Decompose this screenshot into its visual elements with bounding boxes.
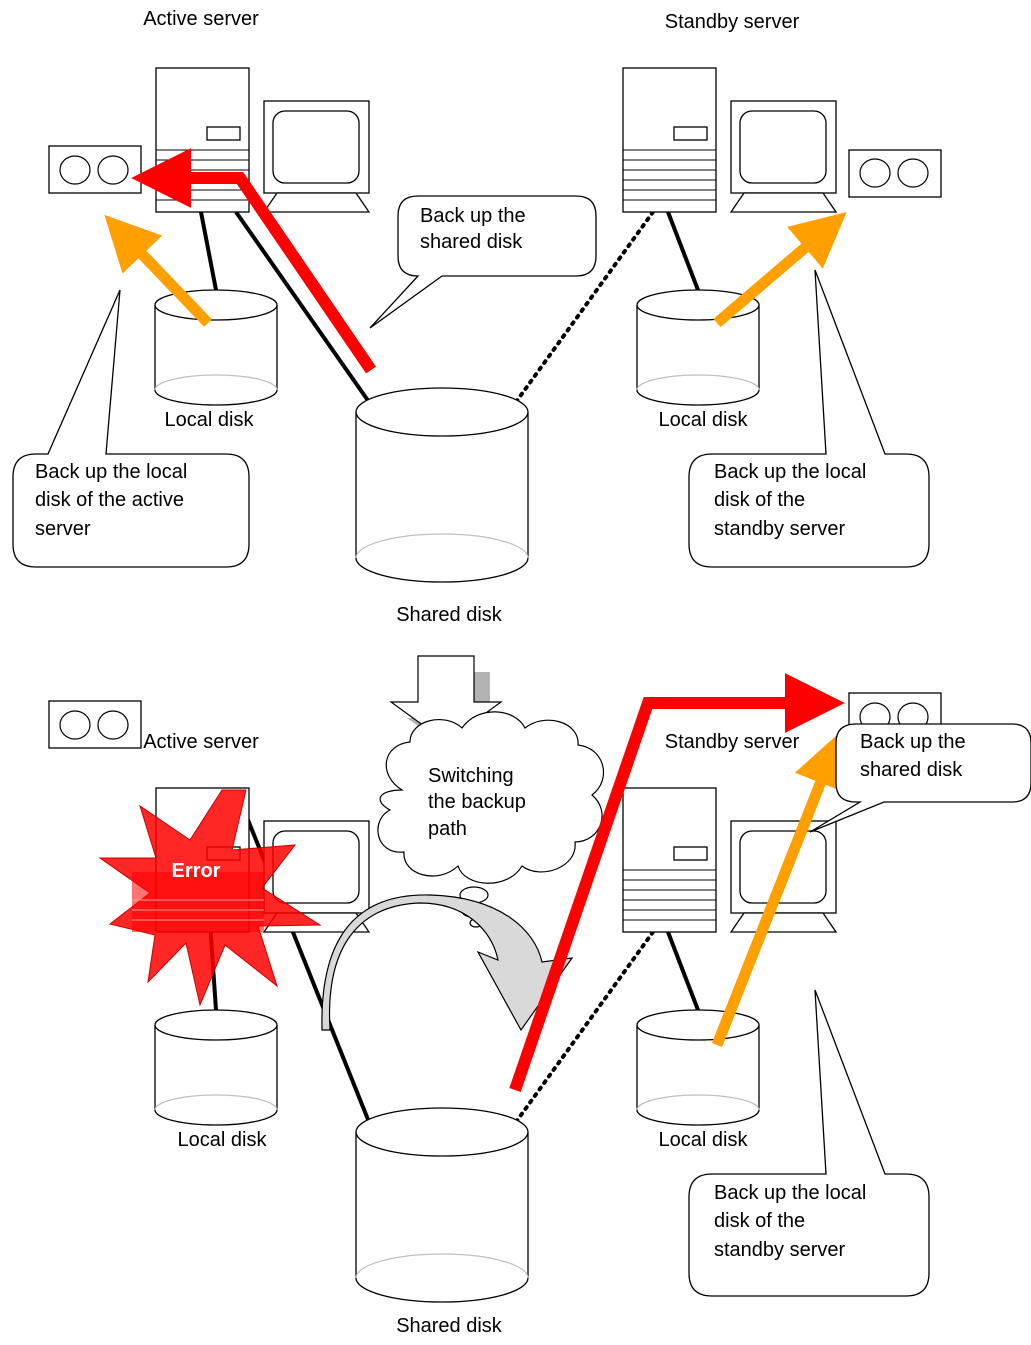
callout-line: server — [35, 518, 91, 540]
shared-disk-cable — [234, 210, 371, 404]
disk-cylinder-icon — [154, 289, 278, 406]
callout-shared-disk: Back up the shared disk — [809, 723, 1031, 833]
top-standby-server-label: Standby server — [665, 11, 800, 33]
standby-local-backup-arrow — [713, 211, 847, 328]
standby-shared-disk-link — [514, 930, 655, 1124]
svg-text:Switching the backup: Switching the backup path — [428, 765, 531, 840]
callout-local-standby: Back up the local disk of the standby se… — [688, 269, 930, 568]
standby-local-disk-cable — [666, 211, 700, 291]
standby-shared-disk-inactive-link — [514, 210, 655, 404]
callout-line: standby server — [714, 1239, 846, 1261]
monitor-icon — [262, 820, 371, 933]
top-scenario: Active server Loc — [12, 8, 942, 626]
top-local-disk-right-label: Local disk — [659, 409, 749, 431]
svg-text:Back up the local disk: Back up the local disk of the standby se… — [714, 1182, 872, 1261]
standby-local-disk-cable — [666, 931, 700, 1011]
error-label: Error — [172, 860, 221, 882]
monitor-icon — [262, 100, 371, 213]
disk-cylinder-icon — [355, 387, 529, 583]
svg-text:Back up the local disk: Back up the local disk of the standby se… — [714, 461, 872, 540]
bottom-local-disk-right-label: Local disk — [659, 1129, 749, 1151]
shared-disk-backup-path-arrow — [509, 673, 845, 1092]
tape-drive-icon — [848, 149, 942, 198]
standby-local-backup-arrow — [711, 731, 847, 1048]
svg-text:Back up the shared dis: Back up the shared disk — [420, 205, 531, 253]
thought-line: the backup — [428, 791, 526, 813]
shared-disk-backup-path-arrow — [131, 148, 376, 374]
active-local-backup-arrow — [104, 214, 212, 327]
callout-line: shared disk — [860, 759, 963, 781]
callout-shared-disk: Back up the shared disk — [369, 195, 597, 329]
callout-line: shared disk — [420, 231, 523, 253]
server-tower-icon — [622, 67, 717, 213]
callout-line: Back up the local — [714, 461, 866, 483]
tape-drive-icon — [48, 145, 142, 194]
bottom-standby-server-label: Standby server — [665, 731, 800, 753]
disk-cylinder-icon — [154, 1009, 278, 1126]
callout-line: Back up the local — [714, 1182, 866, 1204]
callout-line: disk of the — [714, 1210, 805, 1232]
server-tower-icon — [622, 787, 717, 933]
disk-cylinder-icon — [636, 289, 760, 406]
monitor-icon — [729, 100, 838, 213]
callout-line: disk of the — [714, 489, 805, 511]
bottom-local-disk-left-label: Local disk — [178, 1129, 268, 1151]
shared-disk-cable — [234, 789, 371, 1123]
svg-text:Back up the local disk: Back up the local disk of the active ser… — [35, 461, 193, 540]
server-tower-icon — [155, 67, 250, 213]
curved-switch-arrow-icon — [321, 894, 574, 1032]
error-burst-icon: Error — [98, 789, 322, 1007]
callout-line: disk of the active — [35, 489, 184, 511]
local-disk-cable — [199, 211, 218, 291]
callout-line: standby server — [714, 518, 846, 540]
bottom-active-server-label: Active server — [143, 731, 259, 753]
thought-cloud-icon: Switching the backup path — [377, 711, 605, 928]
thought-line: path — [428, 818, 467, 840]
bottom-shared-disk-label: Shared disk — [396, 1315, 503, 1337]
top-shared-disk-label: Shared disk — [396, 604, 503, 626]
thought-line: Switching — [428, 765, 514, 787]
disk-cylinder-icon — [355, 1107, 529, 1303]
disk-cylinder-icon — [636, 1009, 760, 1126]
callout-line: Back up the — [860, 731, 966, 753]
callout-local-standby: Back up the local disk of the standby se… — [688, 989, 930, 1297]
callout-local-active: Back up the local disk of the active ser… — [12, 289, 250, 568]
top-local-disk-left-label: Local disk — [165, 409, 255, 431]
svg-text:Back up the shared dis: Back up the shared disk — [860, 731, 971, 781]
bottom-scenario: Active server Error — [48, 673, 1031, 1337]
callout-line: Back up the local — [35, 461, 187, 483]
callout-line: Back up the — [420, 205, 526, 227]
top-active-server-label: Active server — [143, 8, 259, 30]
tape-drive-icon — [48, 700, 142, 749]
